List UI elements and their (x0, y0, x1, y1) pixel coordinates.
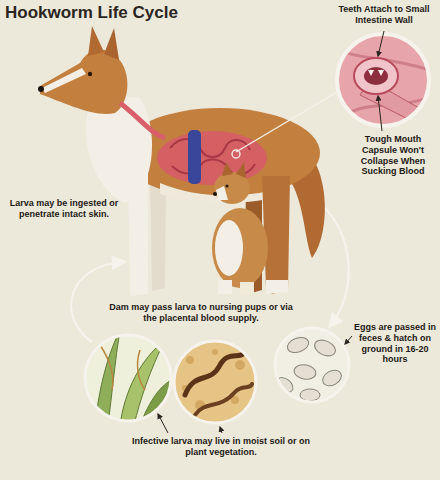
puppy (212, 162, 268, 294)
callout-text: Eggs are passed in feces & hatch on grou… (352, 322, 438, 365)
callout-text: Larva may be ingested or penetrate intac… (5, 198, 123, 220)
zoom-spot (232, 150, 240, 158)
leader-line (378, 31, 384, 56)
callout-text: Teeth Attach to Small Intestine Wall (330, 4, 438, 26)
soil-larva-circle (174, 341, 256, 423)
plant-vegetation-circle (85, 330, 175, 425)
callout-text: Infective larva may live in moist soil o… (128, 436, 314, 458)
adult-dog (38, 26, 325, 296)
diagram-title: Hookworm Life Cycle (5, 3, 178, 23)
zoom-line (236, 92, 337, 152)
eggs-circle (274, 328, 349, 402)
leader-line (158, 414, 168, 433)
cycle-arrow (322, 205, 349, 326)
mouth-capsule-magnified (337, 34, 440, 135)
callout-text: Tough Mouth Capsule Won't Collapse When … (348, 134, 438, 177)
callout-text: Dam may pass larva to nursing pups or vi… (108, 302, 294, 324)
leader-line (378, 96, 382, 131)
leader-line (345, 336, 352, 344)
leader-line (220, 427, 222, 433)
